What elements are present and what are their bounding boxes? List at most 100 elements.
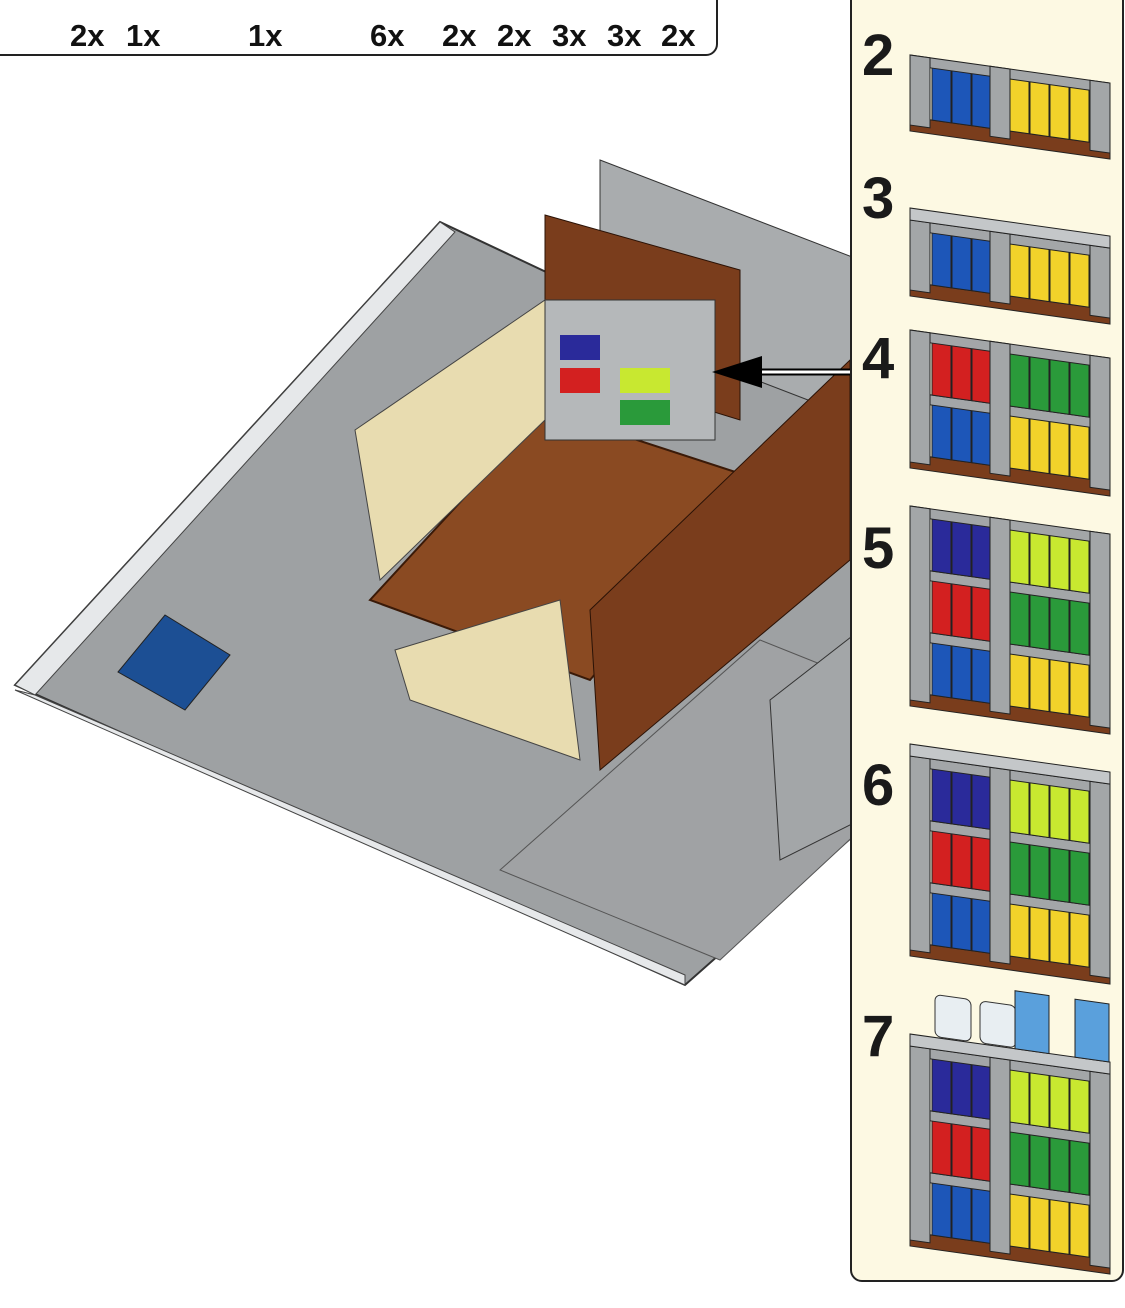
shelf-pillar xyxy=(1089,244,1111,319)
shelf-pillar xyxy=(909,755,931,954)
bottle xyxy=(971,346,992,404)
bottle xyxy=(1029,354,1050,413)
model-bottles xyxy=(620,400,670,425)
substep-number: 2 xyxy=(862,23,895,88)
bottle xyxy=(971,896,992,954)
bottle xyxy=(971,236,992,294)
bottle xyxy=(931,1056,952,1115)
jar xyxy=(979,1001,1017,1048)
bottle xyxy=(1029,530,1050,589)
bottle xyxy=(1029,780,1050,839)
part-quantity: 2x xyxy=(661,18,696,53)
bottle xyxy=(1009,589,1030,648)
bottle xyxy=(971,522,992,580)
bottle xyxy=(1069,1075,1090,1134)
bottle xyxy=(1009,413,1030,472)
bottle xyxy=(1029,416,1050,475)
bottle xyxy=(1029,842,1050,901)
bottle xyxy=(931,1118,952,1177)
bottle xyxy=(951,581,972,640)
bottle xyxy=(951,893,972,952)
bottle xyxy=(1049,595,1070,653)
substep-number: 3 xyxy=(862,166,895,231)
milk-carton xyxy=(1014,990,1050,1055)
bottle xyxy=(931,65,952,124)
bottle xyxy=(971,1186,992,1244)
bottle xyxy=(1049,907,1070,965)
bottle xyxy=(1069,535,1090,594)
bottle xyxy=(1069,84,1090,143)
bottle xyxy=(951,769,972,828)
part-quantity: 2x xyxy=(442,18,477,53)
bottle xyxy=(1009,1067,1030,1126)
bottle xyxy=(1009,1129,1030,1188)
shelf-pillar xyxy=(989,766,1011,965)
bottle xyxy=(1049,1197,1070,1255)
bottle xyxy=(1009,241,1030,300)
shelf-pillar xyxy=(1089,530,1111,729)
bottle xyxy=(1069,249,1090,308)
bottle xyxy=(931,230,952,289)
bottle xyxy=(1029,654,1050,713)
bottle xyxy=(1029,1070,1050,1129)
bottle xyxy=(1049,657,1070,715)
shelf-pillar xyxy=(1089,780,1111,979)
shelf-unit xyxy=(909,990,1111,1275)
bottle xyxy=(931,340,952,399)
bottle xyxy=(951,68,972,127)
bottle xyxy=(971,834,992,892)
bottle xyxy=(1029,79,1050,138)
shelf-pillar xyxy=(1089,79,1111,154)
bottle xyxy=(1069,1137,1090,1196)
shelf-pillar xyxy=(1089,354,1111,491)
bottle xyxy=(1009,76,1030,135)
bottle xyxy=(1049,845,1070,903)
bottle xyxy=(1049,533,1070,591)
model-bottles xyxy=(560,335,600,360)
bottle xyxy=(1009,351,1030,410)
bottle xyxy=(971,408,992,466)
model-bottles xyxy=(560,368,600,393)
bottle xyxy=(1069,1199,1090,1258)
bottle xyxy=(1029,1132,1050,1191)
part-quantity: 3x xyxy=(552,18,587,53)
bottle xyxy=(1069,909,1090,968)
sidewalk-edge xyxy=(14,221,456,696)
bottle xyxy=(1009,839,1030,898)
part-quantity: 2x xyxy=(497,18,532,53)
shelf-pillar xyxy=(909,1045,931,1244)
bottle xyxy=(931,640,952,699)
jar xyxy=(934,994,972,1042)
bottle xyxy=(1049,82,1070,140)
part-quantity: 3x xyxy=(607,18,642,53)
shelf-top xyxy=(909,207,1111,249)
substep-number: 5 xyxy=(862,516,895,581)
bottle xyxy=(951,831,972,890)
bottle xyxy=(931,828,952,887)
shelf-pillar xyxy=(989,65,1011,140)
shelf-pillar xyxy=(989,340,1011,477)
bottle xyxy=(1049,419,1070,477)
bottle xyxy=(1049,247,1070,305)
substep-number: 6 xyxy=(862,753,895,818)
bottle xyxy=(951,1121,972,1180)
bottle xyxy=(1069,421,1090,480)
shelf-pillar xyxy=(989,1056,1011,1255)
bottle xyxy=(1069,785,1090,844)
bottle xyxy=(971,1124,992,1182)
part-quantity: 2x xyxy=(70,18,105,53)
bottle xyxy=(951,1059,972,1118)
shelf-top xyxy=(909,743,1111,785)
bottle xyxy=(1009,1191,1030,1250)
substep-number: 7 xyxy=(862,1004,895,1069)
bottle xyxy=(931,402,952,461)
bottle xyxy=(951,233,972,292)
part-quantity: 1x xyxy=(126,18,161,53)
bottle xyxy=(971,646,992,704)
bottle xyxy=(1029,904,1050,963)
bottle xyxy=(1049,1073,1070,1131)
bottle xyxy=(931,516,952,575)
milk-carton xyxy=(1074,998,1110,1063)
shelf-pillar xyxy=(909,329,931,466)
